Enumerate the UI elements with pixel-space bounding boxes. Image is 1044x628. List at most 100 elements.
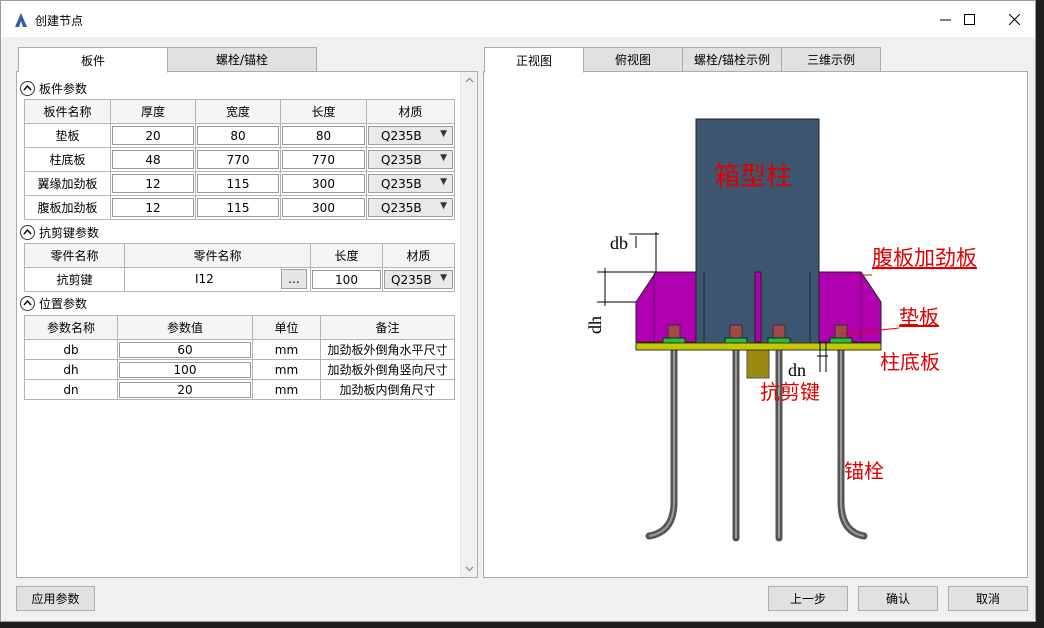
plate-name: 柱底板 bbox=[24, 147, 111, 172]
table-row: 柱底板 48 770 770 Q235B▼ bbox=[24, 147, 455, 172]
right-tab-strip: 正视图 俯视图 螺栓/锚栓示例 三维示例 bbox=[484, 47, 881, 73]
material-value: Q235B bbox=[381, 176, 422, 191]
maximize-button[interactable] bbox=[946, 1, 992, 37]
table-header-row: 板件名称 厚度 宽度 长度 材质 bbox=[24, 99, 455, 124]
tab-front-view[interactable]: 正视图 bbox=[484, 47, 584, 73]
param-value-input[interactable]: 20 bbox=[119, 381, 251, 398]
col-header: 厚度 bbox=[110, 99, 196, 124]
dim-dn-label: dn bbox=[788, 360, 806, 380]
front-view-diagram: 箱型柱 腹板加劲板 垫板 柱底板 抗剪键 锚栓 db dh dn bbox=[585, 118, 977, 542]
param-name: dn bbox=[24, 379, 118, 400]
param-name: dh bbox=[24, 359, 118, 380]
bolt-nuts bbox=[667, 324, 848, 340]
width-input[interactable]: 80 bbox=[197, 126, 279, 145]
col-header: 板件名称 bbox=[24, 99, 111, 124]
base-plate-shape bbox=[635, 342, 882, 351]
param-note: 加劲板外倒角竖向尺寸 bbox=[320, 359, 455, 380]
table-row: dh 100 mm 加劲板外倒角竖向尺寸 bbox=[24, 359, 455, 380]
window-title: 创建节点 bbox=[35, 14, 84, 28]
table-row: dn 20 mm 加劲板内倒角尺寸 bbox=[24, 379, 455, 400]
collapse-icon[interactable] bbox=[20, 295, 35, 311]
tab-bolts[interactable]: 螺栓/锚栓 bbox=[167, 47, 317, 72]
material-select[interactable]: Q235B▼ bbox=[368, 150, 453, 169]
table-row: 腹板加劲板 12 115 300 Q235B▼ bbox=[24, 195, 455, 220]
chevron-down-icon: ▼ bbox=[440, 273, 447, 283]
material-select[interactable]: Q235B ▼ bbox=[368, 174, 453, 193]
chevron-down-icon: ▼ bbox=[440, 177, 447, 187]
part-name: 抗剪键 bbox=[24, 267, 125, 292]
right-stiffener-shape bbox=[818, 271, 882, 343]
pad-label: 垫板 bbox=[899, 306, 939, 329]
param-value-input[interactable]: 60 bbox=[119, 341, 251, 358]
tab-plates[interactable]: 板件 bbox=[18, 47, 168, 73]
shear-key-section-title: 抗剪键参数 bbox=[39, 225, 100, 240]
collapse-icon[interactable] bbox=[20, 224, 35, 240]
table-header-row: 零件名称 零件名称 长度 材质 bbox=[24, 243, 455, 268]
dimension-lines bbox=[597, 232, 828, 372]
plate-name: 翼缘加劲板 bbox=[24, 171, 111, 196]
length-input[interactable]: 770 bbox=[282, 150, 365, 169]
column-label: 箱型柱 bbox=[714, 162, 792, 191]
confirm-button[interactable]: 确认 bbox=[858, 586, 938, 611]
browse-button[interactable]: ... bbox=[281, 269, 307, 289]
tab-3d-example[interactable]: 三维示例 bbox=[781, 47, 881, 72]
minimize-button[interactable] bbox=[922, 1, 968, 37]
width-input[interactable]: 115 bbox=[197, 198, 279, 217]
thickness-input[interactable]: 20 bbox=[112, 126, 194, 145]
param-unit: mm bbox=[252, 339, 321, 360]
close-button[interactable] bbox=[991, 1, 1037, 37]
previous-step-button[interactable]: 上一步 bbox=[768, 586, 848, 611]
param-note: 加劲板内倒角尺寸 bbox=[320, 379, 455, 400]
shear-key-length-input[interactable]: 100 bbox=[312, 270, 381, 289]
material-select[interactable]: Q235B ▼ bbox=[368, 126, 453, 145]
material-select[interactable]: Q235B ▼ bbox=[384, 270, 453, 289]
scroll-down-icon[interactable] bbox=[465, 564, 474, 573]
title-bar: 创建节点 bbox=[1, 1, 1035, 37]
thickness-input[interactable]: 12 bbox=[112, 174, 194, 193]
minimize-icon bbox=[939, 19, 951, 20]
thickness-input[interactable]: 48 bbox=[112, 150, 194, 169]
dim-db-label: db bbox=[610, 233, 628, 253]
dim-dh-label: dh bbox=[585, 316, 605, 334]
table-row: 垫板 20 80 80 Q235B ▼ bbox=[24, 123, 455, 148]
tab-top-view[interactable]: 俯视图 bbox=[583, 47, 683, 72]
chevron-down-icon: ▼ bbox=[440, 129, 447, 139]
col-header: 长度 bbox=[310, 243, 383, 268]
length-input[interactable]: 300 bbox=[282, 198, 365, 217]
left-stiffener-shape bbox=[635, 271, 697, 343]
width-input[interactable]: 770 bbox=[197, 150, 279, 169]
close-icon bbox=[1008, 13, 1020, 25]
col-header: 备注 bbox=[320, 315, 455, 340]
web-stiffener-label: 腹板加劲板 bbox=[872, 246, 977, 270]
vertical-scrollbar[interactable] bbox=[460, 72, 477, 577]
table-row: 抗剪键 I12 ... 100 Q235B▼ bbox=[24, 267, 455, 292]
tab-bolt-example[interactable]: 螺栓/锚栓示例 bbox=[682, 47, 782, 72]
length-input[interactable]: 300 bbox=[282, 174, 365, 193]
col-header: 材质 bbox=[366, 99, 455, 124]
param-name: db bbox=[24, 339, 118, 360]
chevron-down-icon: ▼ bbox=[440, 201, 447, 211]
position-table: 参数名称 参数值 单位 备注 db 60 mm 加劲板外倒角水平尺寸 dh 10… bbox=[24, 315, 455, 400]
material-value: Q235B bbox=[391, 272, 432, 287]
material-value: Q235B bbox=[381, 128, 422, 143]
material-select[interactable]: Q235B▼ bbox=[368, 198, 453, 217]
cancel-button[interactable]: 取消 bbox=[948, 586, 1028, 611]
collapse-icon[interactable] bbox=[20, 80, 35, 96]
table-row: 翼缘加劲板 12 115 300 Q235B ▼ bbox=[24, 171, 455, 196]
param-value-input[interactable]: 100 bbox=[119, 361, 251, 378]
col-header: 零件名称 bbox=[124, 243, 311, 268]
thickness-input[interactable]: 12 bbox=[112, 198, 194, 217]
position-section-header[interactable]: 位置参数 bbox=[20, 294, 87, 312]
width-input[interactable]: 115 bbox=[197, 174, 279, 193]
param-unit: mm bbox=[252, 359, 321, 380]
scroll-up-icon[interactable] bbox=[465, 76, 474, 85]
plate-name: 垫板 bbox=[24, 123, 111, 148]
length-input[interactable]: 80 bbox=[282, 126, 365, 145]
apply-params-button[interactable]: 应用参数 bbox=[16, 586, 95, 611]
param-note: 加劲板外倒角水平尺寸 bbox=[320, 339, 455, 360]
plates-section-header[interactable]: 板件参数 bbox=[20, 79, 87, 97]
col-header: 参数名称 bbox=[24, 315, 118, 340]
table-header-row: 参数名称 参数值 单位 备注 bbox=[24, 315, 455, 340]
anchor-label: 锚栓 bbox=[844, 460, 884, 483]
shear-key-section-header[interactable]: 抗剪键参数 bbox=[20, 223, 99, 241]
